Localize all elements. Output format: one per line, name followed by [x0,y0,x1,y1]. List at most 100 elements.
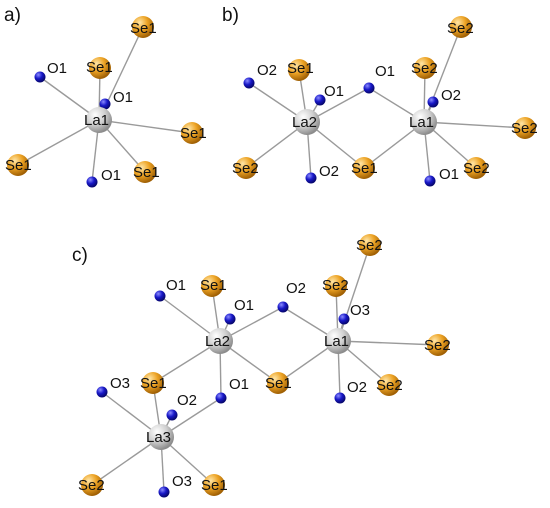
o-atom: O3 [96,375,130,398]
atom-label: Se2 [447,20,474,37]
se-atom: Se2 [376,374,403,396]
la-atom: La2 [292,109,320,135]
se-atom: Se2 [356,234,383,256]
se-atom: Se2 [511,117,538,139]
atom-label: O2 [286,280,306,297]
o-atom: O1 [154,277,186,302]
atom-label: Se1 [133,164,160,181]
panel-b-bonds [245,26,526,182]
atom-label: Se1 [201,477,228,494]
se-atom: Se2 [463,157,490,179]
atom-label: Se1 [200,277,227,294]
se-atom: Se1 [200,275,227,297]
se-atom: Se1 [265,372,292,394]
o-atom: O2 [427,87,461,108]
atom-label: La1 [409,114,434,131]
atom-label: La1 [84,112,109,129]
o-atom: O1 [424,166,459,187]
atom-label: Se2 [376,377,403,394]
se-atom: Se1 [133,161,160,183]
panel-c-bonds [91,244,439,493]
se-atom: Se1 [201,474,228,496]
atom-label: O1 [166,277,186,294]
atom-label: Se1 [351,160,378,177]
o-atom: O3 [158,473,192,498]
o-atom: O1 [34,60,67,83]
atom-label: O2 [177,392,197,409]
se-atom: Se1 [5,154,32,176]
se-atom: Se1 [86,57,113,79]
o-atom: O1 [99,89,133,110]
atom-label: Se1 [5,157,32,174]
la-atom: La1 [84,107,112,133]
o-atom: O1 [86,167,121,188]
atom-label: Se1 [86,59,113,76]
atom-label: O3 [350,302,370,319]
atom-label: O1 [375,63,395,80]
o-atom [314,94,326,106]
atom-label: Se2 [463,160,490,177]
bond-line [17,119,100,166]
atom-label: O3 [110,375,130,392]
atom-label: La2 [205,333,230,350]
panel-c-label: c) [72,245,88,266]
atom-label: O2 [441,87,461,104]
atom-label: La2 [292,114,317,131]
se-atom: Se2 [232,157,259,179]
bond-line [152,340,221,384]
se-atom: Se2 [424,334,451,356]
bond-line [337,244,371,342]
la-atom: La1 [324,328,351,354]
atom-label: O1 [324,83,344,100]
o-atom: O1 [215,376,249,404]
o-atom: O2 [166,392,197,421]
o-atom: O3 [338,302,370,325]
atom-label: O2 [257,62,277,79]
se-atom: Se1 [287,59,314,81]
o-atom: O2 [243,62,277,89]
panel-a: a) Se1 Se1 O1 O1 La1 Se1 Se1 Se1 O1 [4,5,207,188]
atom-label: O2 [347,379,367,396]
o-atom: O2 [277,280,306,313]
atom-label: O2 [319,163,339,180]
atom-label: O1 [234,297,254,314]
atom-label: O1 [47,60,67,77]
atom-label: Se2 [322,277,349,294]
o-atom: O2 [334,379,367,404]
panel-c: c) Se2 [72,234,451,498]
atom-label: Se1 [265,375,292,392]
atom-label: Se2 [424,337,451,354]
se-atom: Se1 [140,372,167,394]
atom-label: Se1 [180,125,207,142]
atom-label: O1 [439,166,459,183]
se-atom: Se1 [130,16,157,38]
panel-b-label: b) [222,5,239,26]
atom-label: O1 [229,376,249,393]
atom-label: Se2 [78,477,105,494]
atom-label: Se2 [356,237,383,254]
se-atom: Se1 [351,157,378,179]
atom-label: Se2 [411,60,438,77]
atom-label: Se2 [232,160,259,177]
bond-line [91,436,162,486]
atom-label: Se1 [140,375,167,392]
atom-label: O1 [101,167,121,184]
la-atom: La2 [205,328,233,354]
atom-label: Se1 [130,20,157,37]
o-atom: O2 [305,163,339,184]
bond-line [98,119,193,134]
atom-label: O3 [172,473,192,490]
la-atom: La3 [146,424,174,450]
panel-a-label: a) [4,5,21,26]
atom-label: Se2 [511,120,538,137]
atom-label: O1 [113,89,133,106]
se-atom: Se2 [411,57,438,79]
se-atom: Se1 [180,122,207,144]
se-atom: Se2 [447,16,474,38]
atom-label: Se1 [287,60,314,77]
bond-line [337,340,439,346]
se-atom: Se2 [78,474,105,496]
